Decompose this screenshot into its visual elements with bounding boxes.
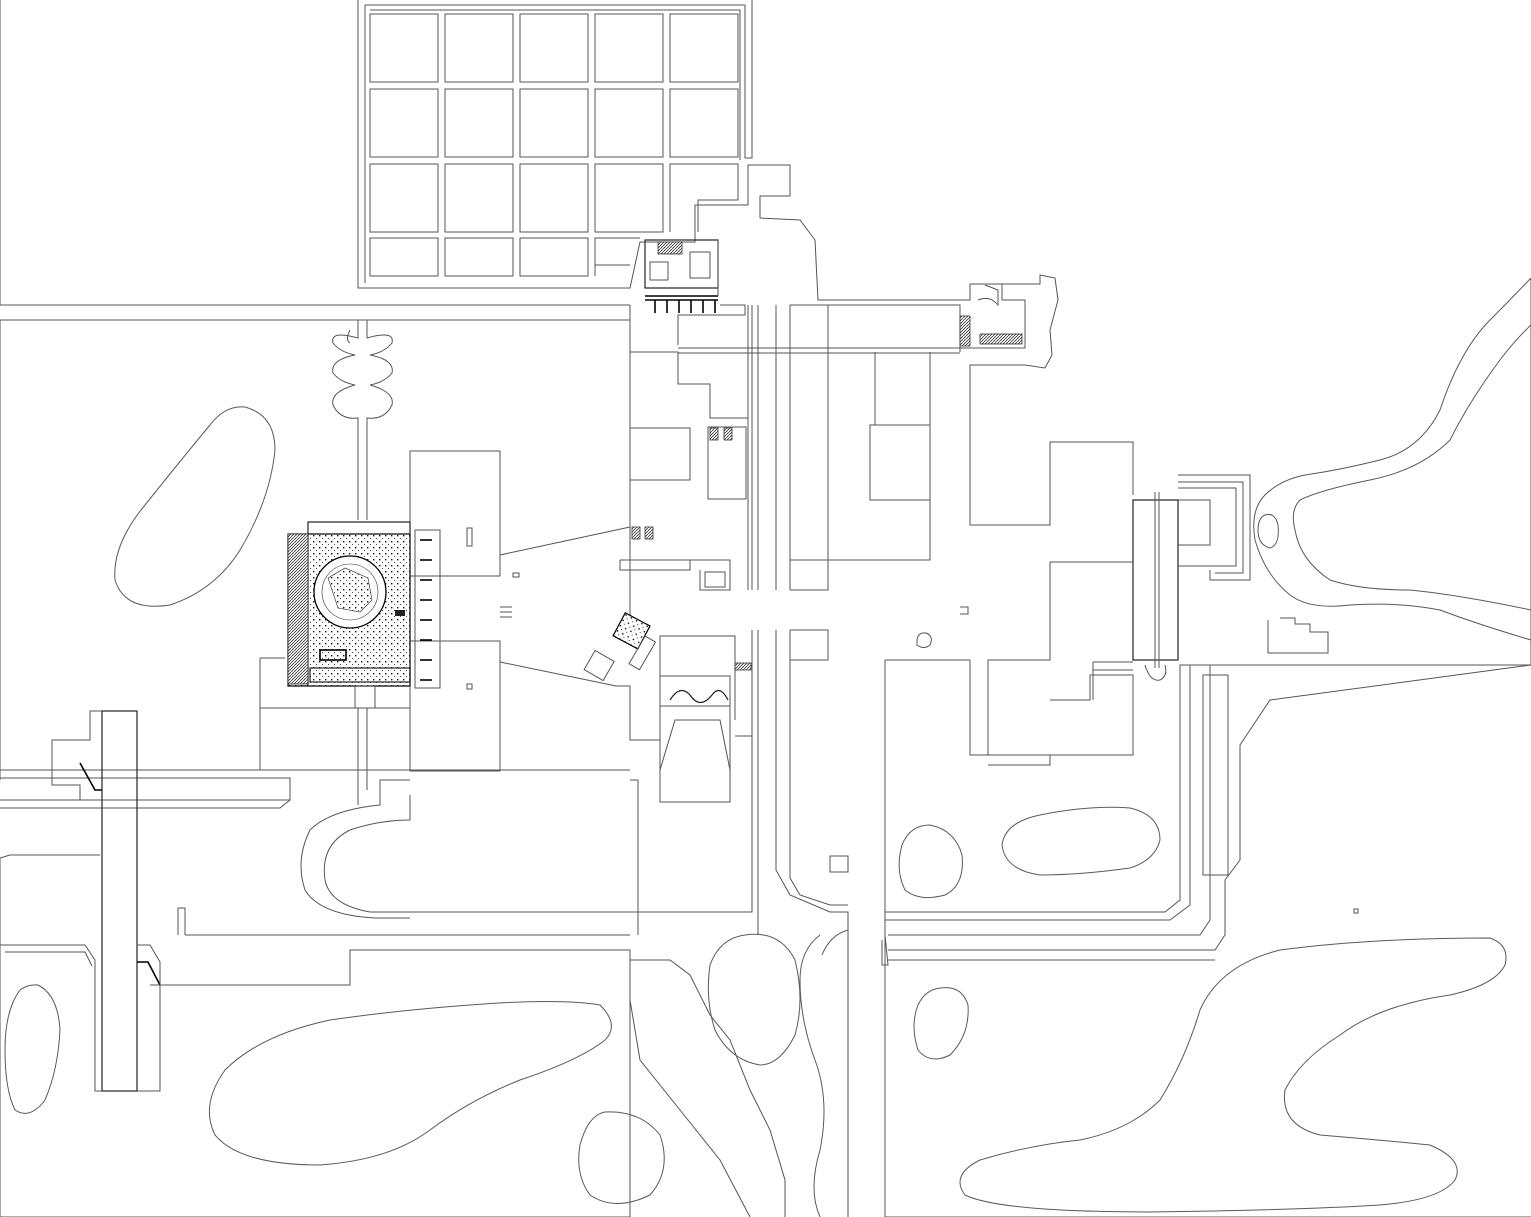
north-pavilion [644,239,719,313]
landscape-ponds [4,406,1507,1217]
stream-northeast [1253,277,1531,665]
serpentine-walkway [332,320,393,520]
pond-southeast-large [959,937,1507,1213]
road-network [0,217,1531,1217]
pond-central-right [898,824,963,899]
garden-grid [0,0,791,306]
east-slab-building [884,474,1359,914]
pond-east [1001,806,1161,876]
central-buildings [259,274,1134,772]
pond-south-small [578,1111,665,1204]
pond-southwest [4,984,61,1114]
pond-southeast-small [913,987,969,1060]
plaza-sculpture [916,606,969,648]
pond-south-large [208,1001,612,1166]
garden-grid-cells [369,13,739,277]
pond-south-center [707,933,801,1066]
site-boundary [0,305,961,1217]
central-pavilions [583,612,752,935]
pond-northwest [114,406,276,607]
main-building-circular-hall [287,521,441,709]
west-slab-building [0,710,161,1092]
main-building-columns [420,539,432,681]
